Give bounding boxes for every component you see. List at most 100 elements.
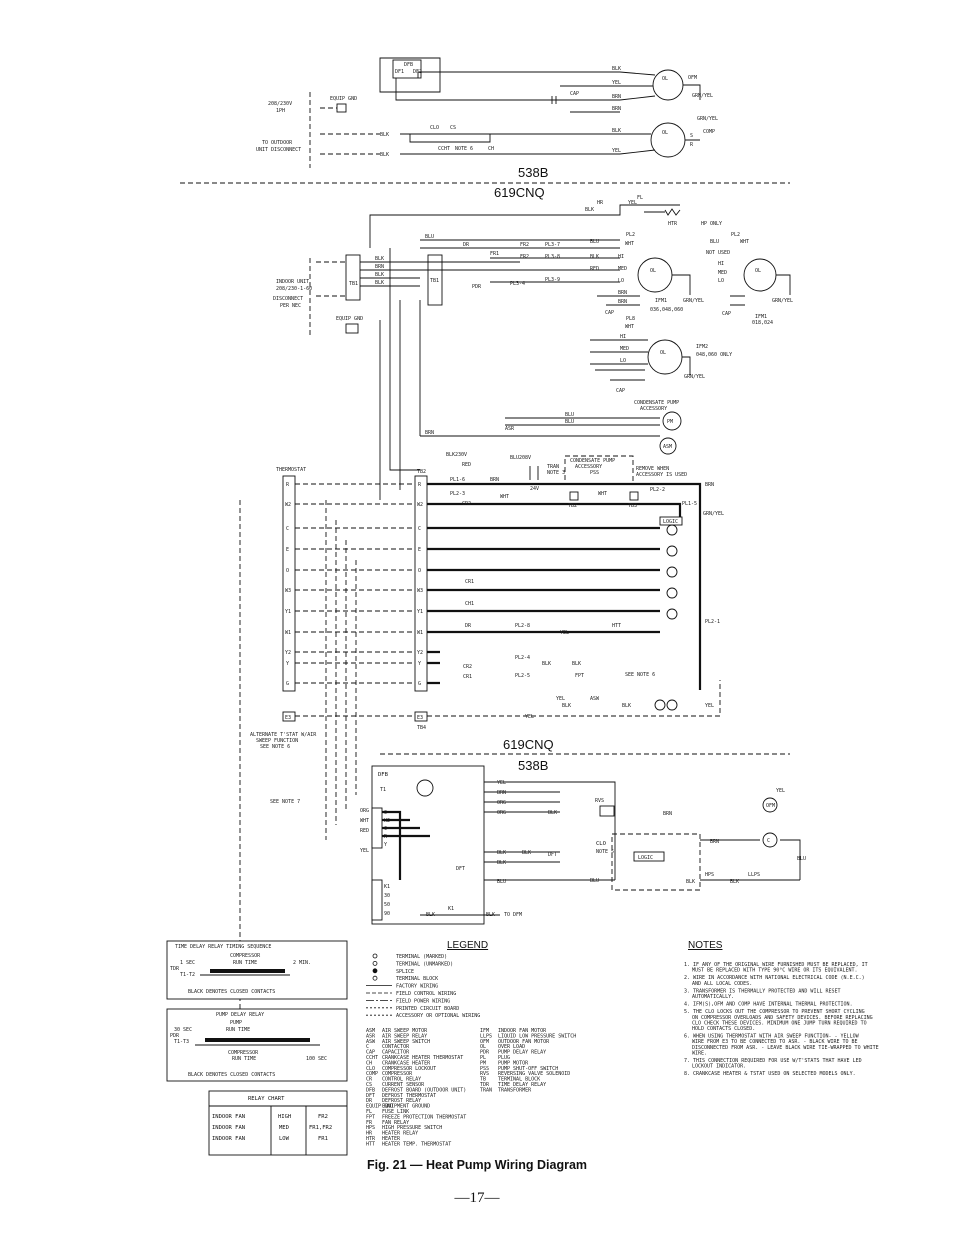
ofm-label: OFM [688, 75, 697, 81]
clo-box [611, 833, 701, 891]
svg-text:YEL: YEL [612, 148, 621, 154]
svg-text:C: C [286, 526, 289, 532]
svg-text:BRN: BRN [705, 482, 714, 488]
svg-text:CR1: CR1 [463, 674, 472, 680]
svg-text:CAP: CAP [616, 388, 625, 394]
svg-text:ORG: ORG [360, 808, 369, 814]
note-line: 7. THIS CONNECTION REQUIRED FOR USE W/T'… [684, 1058, 862, 1064]
svg-text:PUMP DELAY RELAY: PUMP DELAY RELAY [216, 1012, 264, 1018]
svg-text:BLK: BLK [612, 128, 621, 134]
svg-text:PL2-5: PL2-5 [515, 673, 530, 679]
notes-list: 1. IF ANY OF THE ORIGINAL WIRE FURNISHED… [684, 962, 879, 1077]
svg-text:GRN/YEL: GRN/YEL [684, 374, 705, 380]
svg-text:ORG: ORG [497, 810, 506, 816]
svg-text:1PH: 1PH [276, 108, 285, 114]
svg-text:G: G [418, 681, 421, 687]
svg-text:COMPRESSOR: COMPRESSOR [228, 1050, 259, 1056]
svg-text:K1: K1 [384, 884, 390, 890]
svg-text:PER NEC: PER NEC [280, 303, 301, 309]
legend-abbrev: HR [366, 1131, 373, 1137]
dfb-board [371, 765, 485, 925]
svg-text:OL: OL [650, 268, 656, 274]
svg-text:TO DFM: TO DFM [504, 912, 522, 918]
svg-text:FPT: FPT [575, 673, 584, 679]
ofm-motor [652, 69, 684, 101]
svg-text:DF2: DF2 [413, 69, 422, 75]
svg-text:BLK: BLK [380, 152, 389, 158]
legend-abbrev: LLPS [480, 1033, 492, 1039]
svg-text:FR2: FR2 [520, 242, 529, 248]
svg-text:WHT: WHT [598, 491, 607, 497]
legend-abbrev: FR [366, 1120, 373, 1126]
svg-text:OFM: OFM [766, 803, 775, 809]
svg-text:G: G [286, 681, 289, 687]
svg-text:C: C [418, 526, 421, 532]
svg-text:BRN: BRN [663, 811, 672, 817]
svg-text:E: E [286, 547, 289, 553]
ifm1-motor [637, 257, 673, 293]
legend-abbrev: TB [480, 1077, 486, 1083]
svg-text:GRN/YEL: GRN/YEL [772, 298, 793, 304]
svg-text:R: R [418, 482, 422, 488]
legend-desc: CRANKCASE HEATER [382, 1060, 431, 1066]
legend-abbrev: DFT [366, 1093, 375, 1099]
legend-abbrev: PSS [480, 1066, 489, 1072]
legend-desc: CRANKCASE HEATER THERMOSTAT [382, 1055, 463, 1061]
svg-text:NOTE 6: NOTE 6 [455, 146, 473, 152]
svg-text:YEL: YEL [560, 630, 569, 636]
svg-text:TB3: TB3 [628, 503, 637, 509]
indoor-supply-label: INDOOR UNIT [276, 279, 309, 285]
legend-desc: TERMINAL BLOCK [498, 1077, 540, 1083]
legend-abbrev: CR [366, 1077, 373, 1083]
model-619cnq-mid: 619CNQ [503, 737, 554, 752]
note-line: WIRE. [692, 1050, 707, 1056]
svg-text:ASR: ASR [505, 426, 515, 432]
svg-text:TIME DELAY RELAY TIMING SEQUEN: TIME DELAY RELAY TIMING SEQUENCE [175, 944, 271, 950]
notes: NOTES 1. IF ANY OF THE ORIGINAL WIRE FUR… [684, 940, 879, 1077]
svg-text:FR1: FR1 [318, 1136, 328, 1142]
svg-text:W1: W1 [285, 630, 291, 636]
svg-text:208/230-1-60: 208/230-1-60 [276, 286, 312, 292]
svg-text:ASM: ASM [663, 444, 672, 450]
note-line: 1. IF ANY OF THE ORIGINAL WIRE FURNISHED… [684, 962, 868, 968]
svg-text:T1-T3: T1-T3 [174, 1039, 189, 1045]
legend-abbrev: CCHT [366, 1055, 378, 1061]
svg-text:SEE NOTE 6: SEE NOTE 6 [260, 744, 290, 750]
svg-text:GRN/YEL: GRN/YEL [697, 116, 718, 122]
svg-text:BRN: BRN [618, 290, 627, 296]
svg-text:BLU: BLU [565, 412, 574, 418]
svg-text:SEE NOTE 6: SEE NOTE 6 [625, 672, 655, 678]
svg-text:PL2-1: PL2-1 [705, 619, 720, 625]
svg-text:RVS: RVS [595, 798, 604, 804]
legend-abbrev: OFM [480, 1039, 489, 1045]
legend-abbrev: FL [366, 1109, 372, 1115]
svg-text:ACCESSORY: ACCESSORY [640, 406, 667, 412]
svg-text:Y: Y [418, 661, 421, 667]
svg-text:PDR: PDR [170, 1033, 180, 1039]
svg-text:FL: FL [637, 195, 643, 201]
legend-desc: INDOOR FAN MOTOR [498, 1028, 547, 1034]
svg-text:E3: E3 [417, 715, 423, 721]
svg-text:RED: RED [360, 828, 369, 834]
equip-gnd-indoor [345, 323, 359, 334]
svg-text:90: 90 [384, 911, 390, 917]
legend-symbol-mark [372, 953, 378, 959]
svg-text:LOW: LOW [279, 1136, 290, 1142]
legend-desc: PUMP DELAY RELAY [498, 1050, 546, 1056]
svg-text:SWEEP FUNCTION: SWEEP FUNCTION [256, 738, 298, 744]
svg-text:BLU: BLU [565, 419, 574, 425]
svg-text:WHT: WHT [625, 324, 634, 330]
svg-text:BLK: BLK [622, 703, 631, 709]
note-line: AUTOMATICALLY. [692, 994, 734, 1000]
wire-label-blk: BLK [612, 66, 621, 72]
svg-text:1 SEC: 1 SEC [180, 960, 195, 966]
svg-text:OL: OL [660, 350, 666, 356]
svg-text:018,024: 018,024 [752, 320, 773, 326]
legend-desc: OVER LOAD [498, 1044, 525, 1050]
legend-desc: DEFROST BOARD (OUTDOOR UNIT) [382, 1087, 466, 1093]
svg-text:HIGH: HIGH [278, 1114, 291, 1120]
svg-text:PL2-8: PL2-8 [515, 623, 530, 629]
svg-text:Y2: Y2 [285, 650, 291, 656]
svg-text:LO: LO [618, 278, 624, 284]
